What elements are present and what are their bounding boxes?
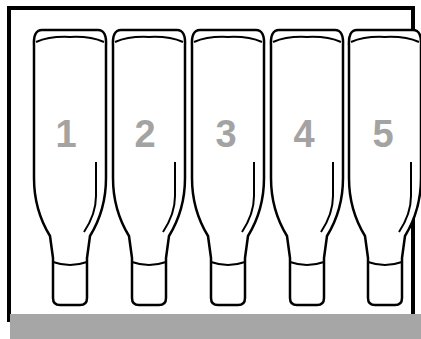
callout-number: 1 <box>36 114 96 154</box>
callout-number: 4 <box>274 114 334 154</box>
callout-number: 2 <box>115 114 175 154</box>
wine-bottle <box>192 30 264 305</box>
wine-bottle <box>113 30 185 305</box>
callout-number: 3 <box>196 114 256 154</box>
wine-bottle <box>34 30 106 305</box>
wine-bottle <box>271 30 343 305</box>
callout-number: 5 <box>353 114 413 154</box>
shelf-bar <box>10 314 421 339</box>
wine-bottle <box>349 30 421 305</box>
